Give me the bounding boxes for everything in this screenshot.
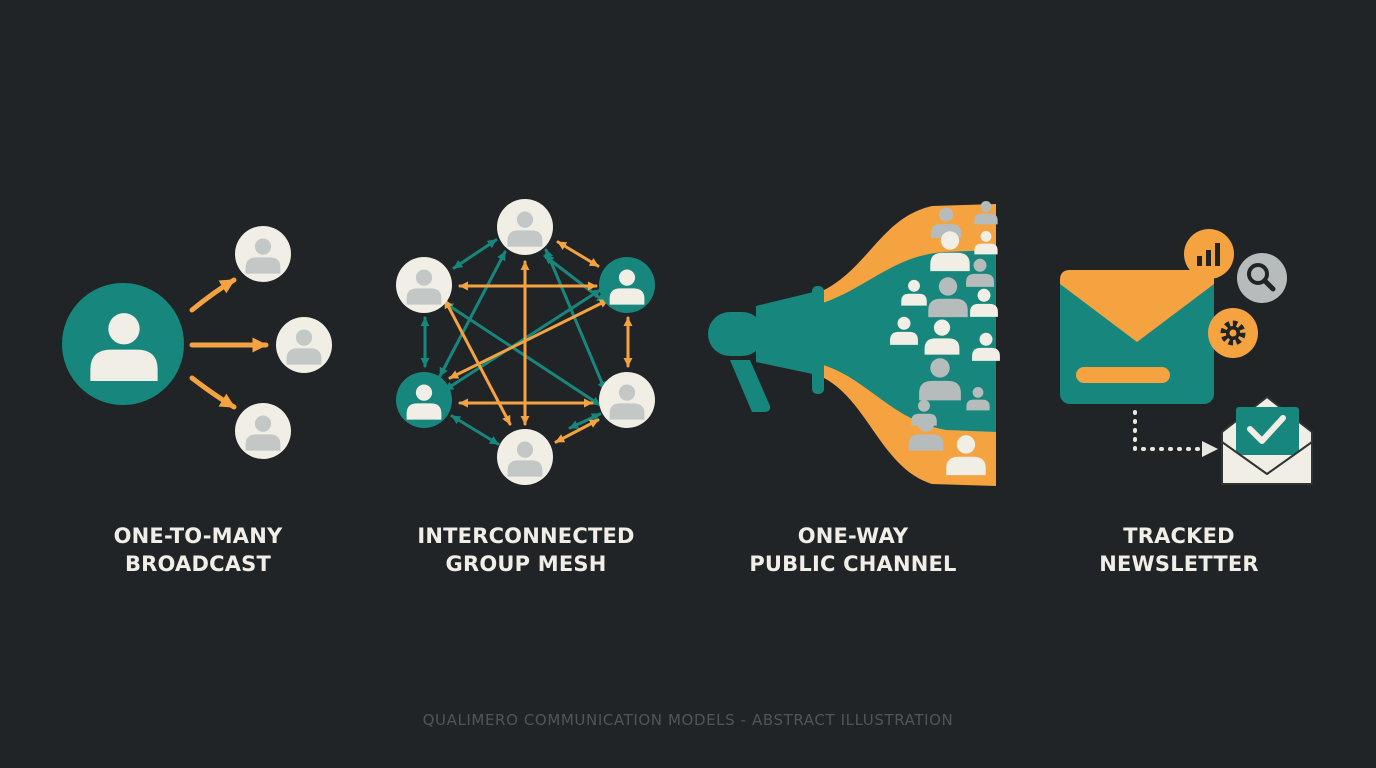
footer-caption: QUALIMERO COMMUNICATION MODELS - ABSTRAC… [422,711,954,729]
mesh-arrows-teal [420,238,607,446]
envelope-icon [1060,270,1214,404]
mesh-node [396,372,452,428]
label-line: BROADCAST [124,552,272,576]
mesh-node [497,199,553,255]
label-newsletter: TRACKED NEWSLETTER [1029,522,1329,578]
mesh-arrows-orange [443,240,633,444]
check-icon [1247,415,1286,444]
channel-diagram [708,201,1000,486]
label-line: INTERCONNECTED [417,524,635,548]
label-line: GROUP MESH [445,552,607,576]
mesh-node [396,257,452,313]
label-line: TRACKED [1123,524,1235,548]
progress-bar [1076,367,1170,383]
label-broadcast: ONE-TO-MANY BROADCAST [48,522,348,578]
bar-chart-icon [1184,229,1234,279]
broadcast-arrows [189,277,269,410]
delivered-envelope-icon [1221,395,1313,485]
label-mesh: INTERCONNECTED GROUP MESH [376,522,676,578]
receiver-node [235,226,291,282]
label-line: ONE-WAY [797,524,909,548]
mesh-diagram [396,199,655,485]
mesh-node [599,257,655,313]
receiver-node [276,317,332,373]
receiver-node [235,403,291,459]
dotted-connector [1133,410,1218,457]
label-channel: ONE-WAY PUBLIC CHANNEL [703,522,1003,578]
gear-icon [1208,308,1258,358]
newsletter-diagram [1060,229,1313,485]
sender-node [62,283,184,405]
search-icon [1237,253,1287,303]
mesh-node [497,429,553,485]
broadcast-diagram [62,226,332,459]
label-line: PUBLIC CHANNEL [749,552,957,576]
label-line: ONE-TO-MANY [113,524,283,548]
mesh-node [599,372,655,428]
megaphone-icon [708,286,824,412]
label-line: NEWSLETTER [1099,552,1259,576]
